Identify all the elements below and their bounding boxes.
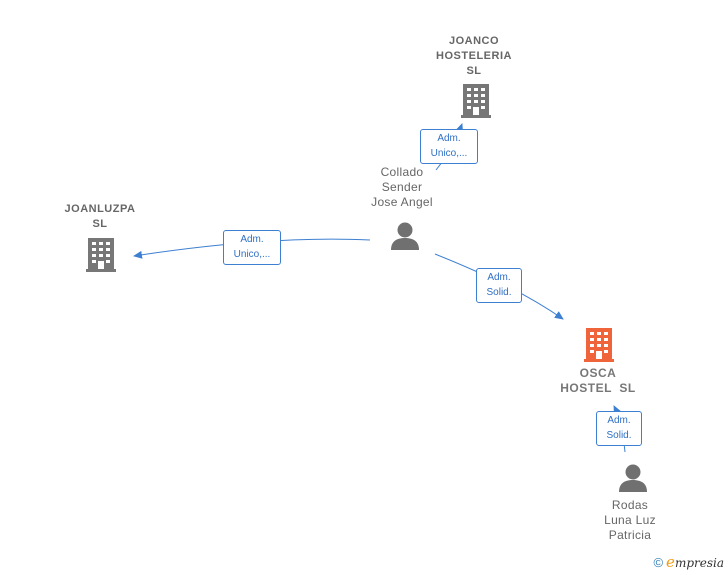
company-name-line: JOANCO — [448, 35, 500, 47]
person-name-line: Rodas — [611, 498, 649, 512]
edge-label-line: Adm. — [437, 133, 461, 144]
copyright-icon: © — [653, 555, 664, 570]
company-name-line: HOSTEL SL — [560, 381, 636, 395]
edge-label-line: Solid. — [606, 430, 632, 441]
edge-label-line: Adm. — [607, 415, 631, 426]
company-name-line: SL — [466, 65, 482, 77]
company-name-line: OSCA — [579, 366, 617, 380]
person-name-line: Jose Angel — [371, 195, 433, 209]
brand-logo-e: e — [666, 553, 675, 571]
edge-label-line: Unico,... — [430, 148, 468, 159]
company-label-joanluzpa[interactable]: JOANLUZPA SL — [50, 202, 150, 232]
brand-footer: ©empresia — [653, 553, 724, 571]
person-icon — [619, 464, 647, 492]
company-label-osca[interactable]: OSCA HOSTEL SL — [546, 366, 650, 396]
edge-label-collado-joanluzpa[interactable]: Adm. Unico,... — [223, 230, 281, 265]
building-icon — [86, 238, 116, 272]
brand-logo-text: mpresia — [674, 556, 724, 570]
edge-label-line: Adm. — [487, 272, 511, 283]
edge-label-collado-joanco[interactable]: Adm. Unico,... — [420, 129, 478, 164]
person-name-line: Collado — [380, 165, 424, 179]
company-label-joanco[interactable]: JOANCO HOSTELERIA SL — [424, 34, 524, 79]
person-name-line: Patricia — [608, 528, 652, 542]
building-icon — [584, 328, 614, 362]
company-name-line: SL — [92, 218, 108, 230]
person-label-collado[interactable]: Collado Sender Jose Angel — [352, 165, 452, 210]
company-name-line: HOSTELERIA — [436, 50, 512, 62]
person-label-rodas[interactable]: Rodas Luna Luz Patricia — [580, 498, 680, 543]
edge-label-rodas-osca[interactable]: Adm. Solid. — [596, 411, 642, 446]
edge-label-line: Adm. — [240, 234, 264, 245]
person-name-line: Luna Luz — [604, 513, 656, 527]
person-icon — [391, 222, 419, 250]
edge-label-collado-osca[interactable]: Adm. Solid. — [476, 268, 522, 303]
edge-label-line: Unico,... — [233, 249, 271, 260]
person-name-line: Sender — [381, 180, 423, 194]
company-name-line: JOANLUZPA — [64, 203, 136, 215]
edge-label-line: Solid. — [486, 287, 512, 298]
building-icon — [461, 84, 491, 118]
